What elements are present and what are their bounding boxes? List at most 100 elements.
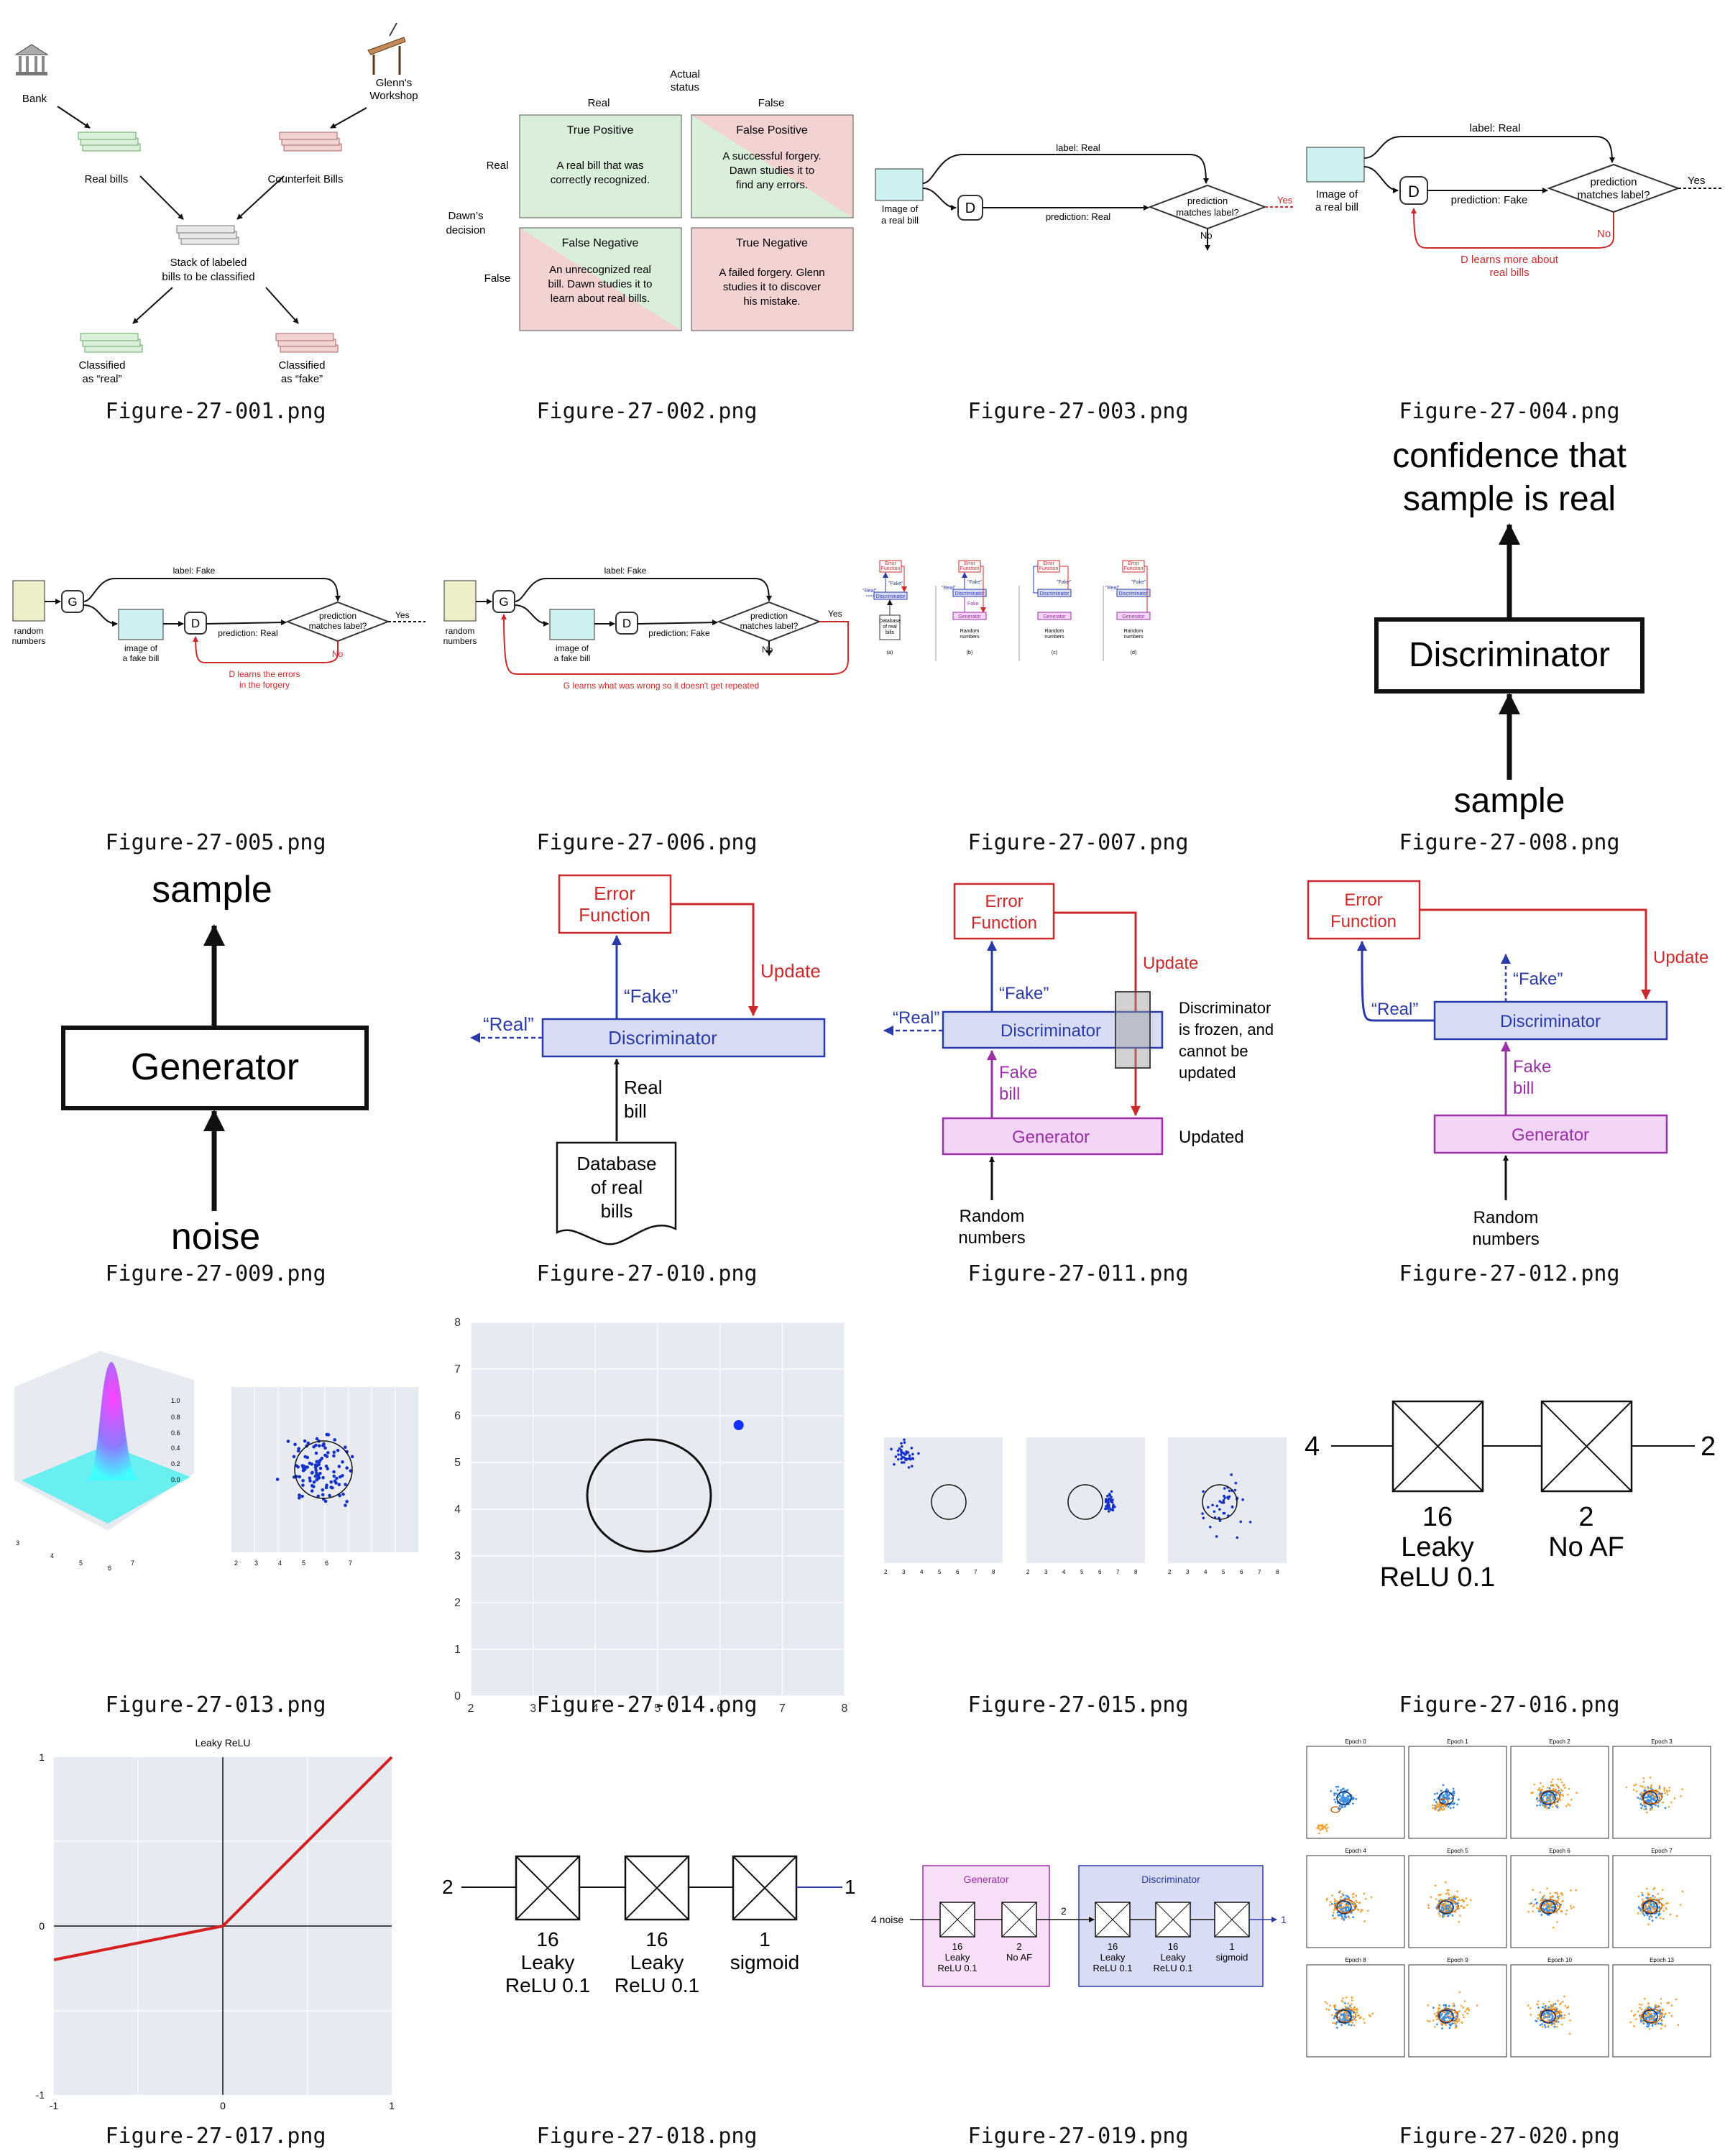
- real-point: [1343, 2019, 1346, 2021]
- real-point: [1651, 2024, 1654, 2027]
- fake-point: [1435, 1806, 1438, 1809]
- real-point: [1343, 1805, 1346, 1808]
- real-point: [1551, 2022, 1554, 2024]
- scatter-point: [911, 1457, 915, 1460]
- fake-point: [1325, 1899, 1328, 1902]
- y-tick-label: 6: [454, 1410, 461, 1422]
- fake-point: [1328, 2009, 1330, 2011]
- fake-point: [1456, 1890, 1458, 1893]
- fake-point: [1652, 2017, 1655, 2020]
- y-tick-label: 4: [454, 1503, 461, 1516]
- real-point: [1333, 2017, 1335, 2019]
- real-contour: [1540, 2009, 1556, 2024]
- svg-text:6: 6: [956, 1569, 960, 1575]
- svg-text:3: 3: [902, 1569, 906, 1575]
- real-point: [1442, 1914, 1444, 1917]
- x-tick-label: 2: [468, 1703, 474, 1715]
- fake-point: [1436, 1805, 1438, 1807]
- pred-real: prediction: Real: [218, 628, 277, 638]
- d-node-label: D: [622, 617, 631, 630]
- fake-point: [1560, 2017, 1563, 2019]
- real-point: [1435, 1800, 1438, 1803]
- fake-point: [1663, 1789, 1665, 1792]
- real-point: [1645, 1796, 1648, 1799]
- fake-contour: [1539, 1789, 1561, 1805]
- real-label: “Real”: [1371, 1000, 1418, 1019]
- real-point: [1337, 1785, 1340, 1788]
- frozen-overlay: [1115, 991, 1151, 1069]
- fake-point: [1660, 2002, 1662, 2004]
- fake-label: “Fake”: [999, 984, 1049, 1003]
- fake-point: [1334, 1917, 1337, 1920]
- real-point: [1548, 2016, 1551, 2018]
- real-point: [1435, 1906, 1438, 1909]
- svg-text:3: 3: [1044, 1569, 1048, 1575]
- scatter-point: [306, 1441, 310, 1445]
- scatter-point: [1107, 1501, 1110, 1504]
- fake-point: [1333, 2004, 1335, 2007]
- fake-point: [1644, 1997, 1646, 2000]
- real-point: [1553, 2025, 1556, 2028]
- fig5-arrows: [45, 578, 341, 627]
- figure-27-009[interactable]: sample Generator noise Figure-27-009.png: [0, 862, 431, 1294]
- fake-point: [1453, 2002, 1455, 2005]
- real-point: [1535, 2019, 1537, 2022]
- real-point: [1451, 1792, 1454, 1795]
- update-arrow: [1420, 908, 1651, 1000]
- svg-text:Discriminator: Discriminator: [955, 591, 985, 596]
- fake-point: [1443, 1807, 1445, 1810]
- real-point: [1445, 1904, 1448, 1907]
- fake-point: [1437, 2009, 1440, 2012]
- scatter-point: [1213, 1510, 1216, 1514]
- fake-point: [1661, 1897, 1664, 1900]
- svg-text:"Real": "Real": [1105, 586, 1120, 591]
- fake-point: [1458, 1921, 1460, 1923]
- epoch-title: Epoch 1: [1447, 1738, 1468, 1745]
- real-point: [1646, 2025, 1649, 2028]
- real-point: [1541, 2023, 1543, 2025]
- fake-point: [1645, 2007, 1648, 2009]
- real-point: [1345, 1798, 1348, 1801]
- leaky-relu-line: [53, 1756, 393, 1961]
- scatter-point: [302, 1465, 306, 1468]
- real-point: [1335, 1792, 1338, 1795]
- real-point: [1339, 1914, 1342, 1917]
- figure-27-017[interactable]: Leaky ReLU -1 0 1 1 0 -1 Figure-27-017.p…: [0, 1725, 431, 2156]
- fake-point: [1556, 1904, 1559, 1907]
- fake-point: [1427, 1907, 1430, 1909]
- fig6-arrows: [476, 578, 772, 656]
- fake-point: [1434, 1808, 1436, 1811]
- svg-text:Generator: Generator: [1043, 614, 1066, 619]
- fake-point: [1464, 2010, 1466, 2013]
- real-point: [1552, 1797, 1555, 1800]
- fake-point: [1354, 2019, 1357, 2022]
- fake-point: [1555, 1784, 1558, 1786]
- scatter-point: [1223, 1487, 1226, 1490]
- svg-text:7: 7: [974, 1569, 978, 1575]
- fake-point: [1466, 2012, 1469, 2015]
- fake-point: [1371, 2012, 1374, 2015]
- fake-point: [1552, 1784, 1555, 1786]
- fake-point: [1363, 1892, 1366, 1895]
- scatter-point: [901, 1451, 905, 1455]
- d-node-label: D: [1408, 183, 1420, 201]
